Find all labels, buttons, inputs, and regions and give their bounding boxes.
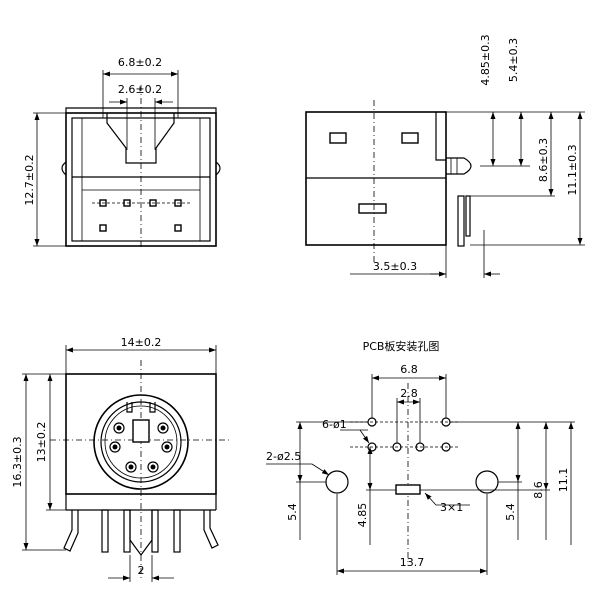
side-dim-5-4: 5.4±0.3 [507, 38, 520, 82]
side-pin-2 [465, 195, 471, 237]
front-latch-left [61, 161, 67, 176]
side-dim-11-1: 11.1±0.3 [566, 144, 579, 195]
pcb-dim-2-8: 2.8 [400, 387, 418, 400]
side-slot-right [401, 132, 419, 144]
side-dim-8-6: 8.6±0.3 [537, 138, 550, 182]
front-pins [99, 199, 182, 232]
front-key-block [106, 113, 175, 164]
front-view: 6.8±0.2 2.6±0.2 12.7±0.2 [23, 56, 221, 250]
front-dim-12-7: 12.7±0.2 [23, 154, 36, 205]
pcb-dim-8-6: 8.6 [532, 481, 545, 499]
side-slot-left [329, 132, 347, 144]
pcb-dim-6-8: 6.8 [400, 363, 418, 376]
pcb-layout: PCB板安装孔图 6.8 2.8 6-ø1 [266, 339, 575, 575]
face-center-key [132, 419, 150, 443]
front-latch-right [215, 161, 221, 176]
face-socket-outer [93, 394, 189, 490]
face-dim-14: 14±0.2 [121, 336, 162, 349]
side-dim-3-5: 3.5±0.3 [373, 260, 417, 273]
side-dim-4-85: 4.85±0.3 [479, 34, 492, 85]
pcb-label-slot: 3×1 [440, 501, 463, 514]
pcb-label-6-holes: 6-ø1 [322, 418, 347, 431]
pcb-dim-4-85: 4.85 [356, 503, 369, 528]
face-leg-right [203, 510, 219, 549]
pcb-dim-13-7: 13.7 [400, 556, 425, 569]
face-pin-holes [109, 422, 173, 473]
front-dim-2-6: 2.6±0.2 [118, 83, 162, 96]
side-pin-1 [457, 195, 465, 247]
pcb-dim-5-4-right: 5.4 [504, 503, 517, 521]
face-pins [101, 509, 181, 557]
pcb-title: PCB板安装孔图 [363, 339, 440, 353]
side-slot-bottom [358, 203, 387, 214]
face-dim-16-3: 16.3±0.3 [11, 436, 24, 487]
front-dim-6-8: 6.8±0.2 [118, 56, 162, 69]
pcb-label-2-holes: 2-ø2.5 [266, 450, 301, 463]
face-dim-13: 13±0.2 [35, 422, 48, 463]
face-dim-2: 2 [138, 564, 145, 577]
pcb-slot [395, 484, 421, 495]
pcb-large-hole-left [325, 470, 349, 494]
pcb-dim-11-1: 11.1 [557, 468, 570, 493]
pcb-small-holes [367, 417, 451, 452]
face-view: 14±0.2 16.3±0.3 13±0.2 2 [11, 336, 230, 582]
face-leg-left [63, 510, 79, 552]
pcb-dim-5-4-left: 5.4 [286, 503, 299, 521]
side-latch [446, 157, 472, 175]
side-view: 4.85±0.3 5.4±0.3 8.6±0.3 11.1±0.3 3.5±0.… [305, 34, 585, 278]
